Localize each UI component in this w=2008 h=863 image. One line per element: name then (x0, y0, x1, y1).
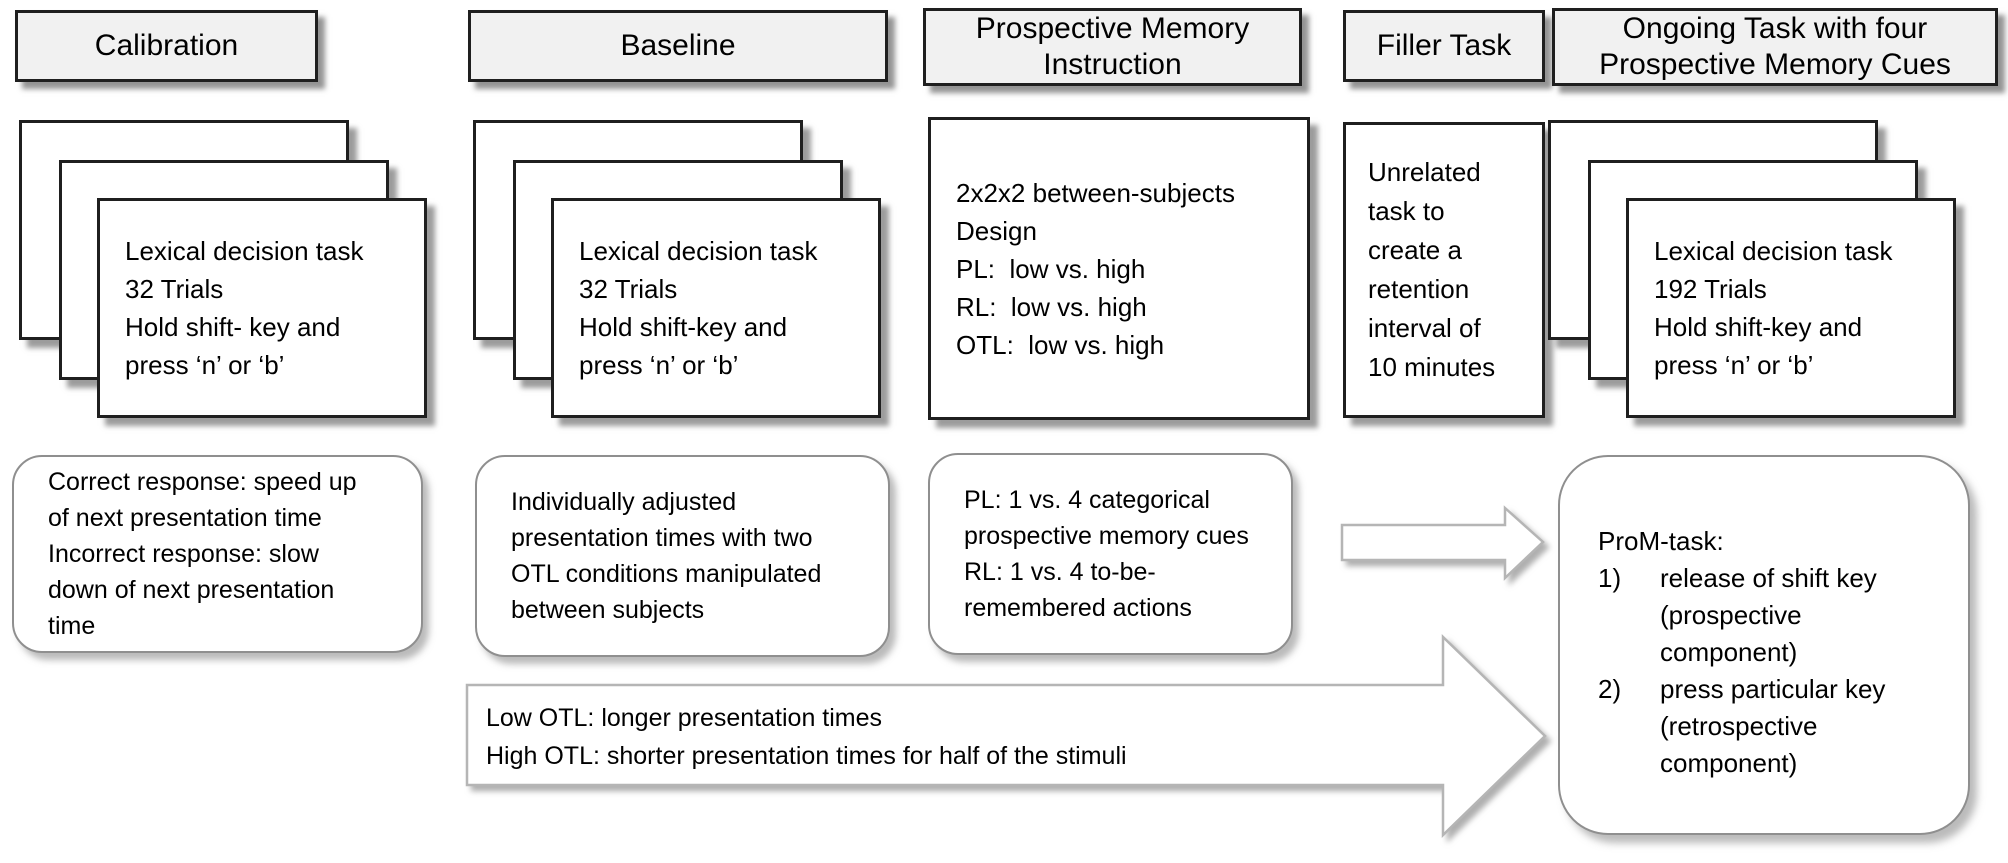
column-header-label: Baseline (620, 29, 736, 62)
note-box-pm-instruction: PL: 1 vs. 4 categorical prospective memo… (928, 453, 1293, 655)
prom-task-item: 2) press particular key (retrospective c… (1598, 671, 1944, 782)
task-card-text: Lexical decision task 32 Trials Hold shi… (579, 236, 818, 380)
note-box-baseline: Individually adjusted presentation times… (475, 455, 890, 657)
column-header-label: Calibration (94, 29, 239, 62)
card-stack-baseline: Lexical decision task 32 Trials Hold shi… (473, 120, 893, 430)
arrow-right-icon (1340, 505, 1545, 581)
note-text: Individually adjusted presentation times… (511, 488, 822, 624)
prom-item-text: press particular key (retrospective comp… (1660, 674, 1886, 778)
prom-item-text: release of shift key (prospective compon… (1660, 563, 1877, 667)
prom-task-item: 1) release of shift key (prospective com… (1598, 560, 1944, 671)
column-header-ongoing-task: Ongoing Task with four Prospective Memor… (1552, 8, 1998, 86)
column-header-label: Prospective Memory Instruction (975, 12, 1250, 81)
column-header-calibration: Calibration (15, 10, 318, 82)
task-card-calibration: Lexical decision task 32 Trials Hold shi… (97, 198, 427, 418)
card-stack-calibration: Lexical decision task 32 Trials Hold shi… (19, 120, 439, 430)
column-header-label: Ongoing Task with four Prospective Memor… (1599, 12, 1951, 81)
column-header-baseline: Baseline (468, 10, 888, 82)
prom-task-box: ProM-task: 1) release of shift key (pros… (1558, 455, 1970, 835)
task-card-text: Lexical decision task 32 Trials Hold shi… (125, 236, 364, 380)
column-header-filler-task: Filler Task (1343, 10, 1545, 82)
prom-task-title: ProM-task: (1598, 526, 1724, 556)
prom-item-number: 1) (1598, 563, 1622, 593)
task-card-baseline: Lexical decision task 32 Trials Hold shi… (551, 198, 881, 418)
prom-task-list: 1) release of shift key (prospective com… (1598, 560, 1944, 782)
task-card-text: Unrelated task to create a retention int… (1368, 157, 1496, 382)
column-header-prospective-memory-instruction: Prospective Memory Instruction (923, 8, 1302, 86)
prom-item-number: 2) (1598, 674, 1622, 704)
note-box-calibration: Correct response: speed up of next prese… (12, 455, 423, 653)
column-header-label: Filler Task (1376, 29, 1512, 62)
task-card-ongoing: Lexical decision task 192 Trials Hold sh… (1626, 198, 1956, 418)
otl-arrow-label: Low OTL: longer presentation times High … (486, 704, 1127, 770)
note-text: PL: 1 vs. 4 categorical prospective memo… (964, 486, 1249, 622)
note-text: Correct response: speed up of next prese… (48, 468, 357, 640)
task-card-text: Lexical decision task 192 Trials Hold sh… (1654, 236, 1893, 380)
card-stack-ongoing-task: Lexical decision task 192 Trials Hold sh… (1548, 120, 1968, 430)
task-card-filler: Unrelated task to create a retention int… (1343, 122, 1545, 418)
otl-arrow-right-icon (465, 634, 1547, 838)
task-card-text: 2x2x2 between-subjects Design PL: low vs… (956, 177, 1235, 360)
task-card-pm-instruction: 2x2x2 between-subjects Design PL: low vs… (928, 117, 1310, 420)
